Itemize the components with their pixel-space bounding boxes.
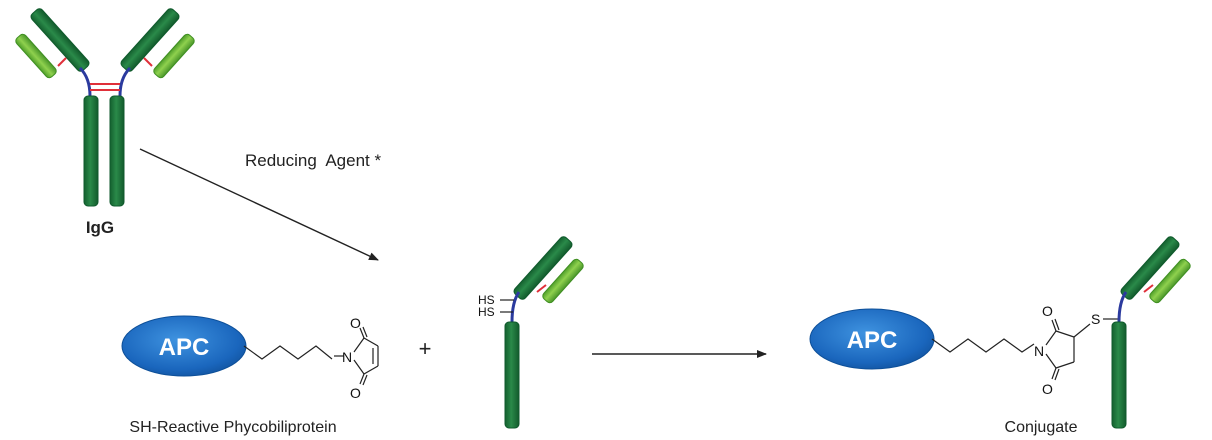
igg-light-chain-right — [153, 33, 195, 79]
igg-fc-stem-left — [83, 95, 99, 207]
igg-hinge-right — [118, 66, 132, 97]
succinimide-group: N O O S — [1034, 303, 1118, 397]
conjugate-caption: Conjugate — [1005, 419, 1078, 436]
maleimide-oxygen-bottom: O — [350, 385, 361, 401]
reducing-agent-label: Reducing Agent * — [245, 151, 381, 170]
half-ab-lh-disulfide — [536, 284, 547, 293]
apc-left-linker — [243, 345, 333, 360]
maleimide-group: N O O — [334, 315, 379, 401]
igg-light-chain-left — [15, 33, 57, 79]
igg-lh-disulfide-right — [143, 57, 153, 67]
apc-right-ellipse — [809, 308, 935, 370]
half-ab-heavy-arm — [513, 236, 573, 300]
apc-right-label: APC — [847, 327, 898, 354]
thiol-label-2: HS — [478, 305, 495, 319]
succinimide-oxygen-bottom: O — [1042, 381, 1053, 397]
igg-hinge-left — [78, 66, 92, 97]
succinimide-oxygen-top: O — [1042, 303, 1053, 319]
igg-lh-disulfide-left — [57, 57, 67, 67]
igg-antibody — [15, 8, 195, 207]
conjugate-light-chain — [1149, 258, 1191, 304]
apc-left-ellipse — [121, 315, 247, 377]
conjugate: APC N O O S — [809, 236, 1191, 429]
conjugate-fc-stem — [1111, 321, 1127, 429]
conjugate-hinge — [1117, 291, 1128, 323]
half-ab-fc-stem — [504, 321, 520, 429]
half-ab-light-chain — [542, 258, 584, 304]
reduction-arrow — [139, 148, 379, 261]
apc-left-label: APC — [159, 334, 210, 361]
igg-heavy-chain-arm-right — [120, 8, 180, 72]
apc-right-linker — [931, 338, 1035, 353]
maleimide-oxygen-top: O — [350, 315, 361, 331]
conjugate-heavy-arm — [1120, 236, 1180, 300]
igg-fc-stem-right — [109, 95, 125, 207]
conjugate-lh-disulfide — [1143, 284, 1154, 293]
succinimide-nitrogen: N — [1034, 343, 1044, 359]
igg-label: IgG — [86, 218, 114, 237]
thioether-sulfur: S — [1091, 311, 1100, 327]
plus-sign: + — [419, 336, 432, 361]
apc-reagent: APC N O O — [121, 315, 379, 401]
igg-heavy-chain-arm-left — [30, 8, 90, 72]
reduced-half-antibody: HS HS — [478, 236, 584, 429]
thiol-label-1: HS — [478, 293, 495, 307]
half-ab-hinge — [510, 291, 521, 323]
maleimide-nitrogen: N — [342, 349, 352, 365]
sh-reactive-caption: SH-Reactive Phycobiliprotein — [129, 419, 336, 436]
